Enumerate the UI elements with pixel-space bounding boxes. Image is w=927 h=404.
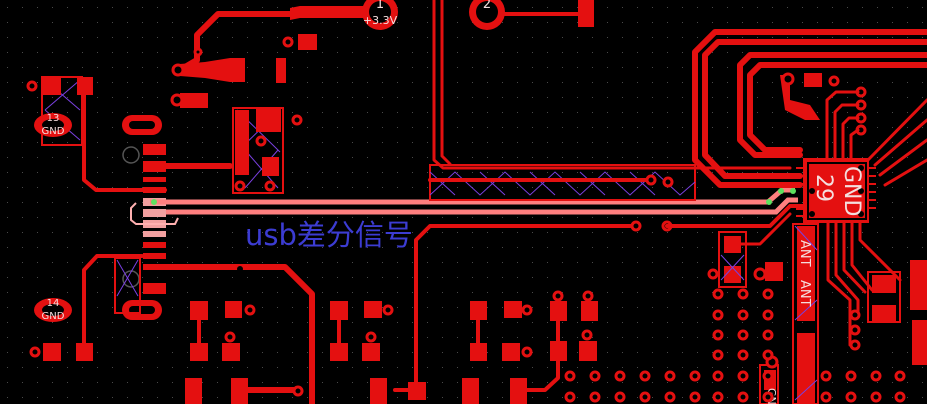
stitching-via — [664, 370, 676, 382]
stitching-via — [712, 309, 724, 321]
footprint-13[interactable] — [26, 76, 167, 192]
stitching-via — [894, 391, 906, 403]
pad-number: 14 — [47, 298, 60, 309]
via-field — [564, 288, 906, 403]
stitching-via — [639, 391, 651, 403]
usb-diff-pair[interactable] — [150, 187, 798, 215]
usb-connector[interactable] — [114, 115, 315, 404]
stitching-via — [712, 370, 724, 382]
net-label: +3.3V — [363, 14, 398, 27]
smd-pads-bottom[interactable] — [185, 290, 598, 404]
stitching-via — [762, 288, 774, 300]
stitching-via — [845, 391, 857, 403]
through-hole-pad-1[interactable]: 1 +3.3V — [362, 0, 398, 30]
stitching-via — [564, 370, 576, 382]
qfn-chip[interactable]: GND 29 — [796, 158, 902, 351]
stitching-via — [737, 288, 749, 300]
antenna-feed[interactable]: ANT ANT — [792, 223, 819, 404]
pad-number: 2 — [483, 0, 491, 12]
power-trace[interactable] — [177, 6, 375, 73]
stitching-via — [589, 370, 601, 382]
stitching-via — [820, 391, 832, 403]
stitching-via — [762, 370, 774, 382]
through-hole-pad-2[interactable]: 2 — [469, 0, 594, 30]
ant-label: ANT — [797, 280, 812, 307]
stitching-via — [737, 329, 749, 341]
signal-traces-mid[interactable] — [393, 0, 805, 400]
routing-loops-right[interactable] — [692, 29, 927, 188]
stitching-via — [737, 391, 749, 403]
chip-pad-number: 29 — [811, 174, 836, 202]
stitching-via — [712, 391, 724, 403]
stitching-via — [737, 349, 749, 361]
stitching-via — [712, 288, 724, 300]
stitching-via — [894, 370, 906, 382]
pad-number: 13 — [47, 113, 60, 124]
stitching-via — [820, 370, 832, 382]
chip-pad-net: GND — [839, 166, 864, 216]
net-label: GND — [42, 311, 65, 322]
stitching-via — [737, 309, 749, 321]
gnd-pad-13[interactable]: 13 GND — [34, 113, 72, 137]
stitching-via — [639, 370, 651, 382]
stitching-via — [870, 391, 882, 403]
usb-diff-annotation: usb差分信号 — [245, 218, 413, 252]
stitching-via — [762, 349, 774, 361]
stitching-via — [564, 391, 576, 403]
stitching-via — [712, 329, 724, 341]
stitching-via — [712, 349, 724, 361]
stitching-via — [762, 329, 774, 341]
stitching-via — [614, 370, 626, 382]
stitching-via — [689, 391, 701, 403]
stitching-via — [614, 391, 626, 403]
stitching-via — [664, 391, 676, 403]
stitching-via — [762, 309, 774, 321]
stitching-via — [870, 370, 882, 382]
smd-pads-lower-left[interactable] — [29, 254, 144, 361]
stitching-via — [737, 370, 749, 382]
smd-pads-upper[interactable] — [170, 34, 317, 108]
stitching-via — [689, 370, 701, 382]
stitching-via — [762, 391, 774, 403]
stitching-via — [589, 391, 601, 403]
stitching-via — [845, 370, 857, 382]
rf-matching-parts[interactable]: GND — [707, 212, 927, 404]
component-footprint-a[interactable] — [232, 107, 303, 194]
ant-label: ANT — [797, 240, 812, 267]
net-label: GND — [42, 126, 65, 137]
pad-number: 1 — [376, 0, 384, 12]
gnd-pad-14[interactable]: 14 GND — [34, 298, 72, 322]
